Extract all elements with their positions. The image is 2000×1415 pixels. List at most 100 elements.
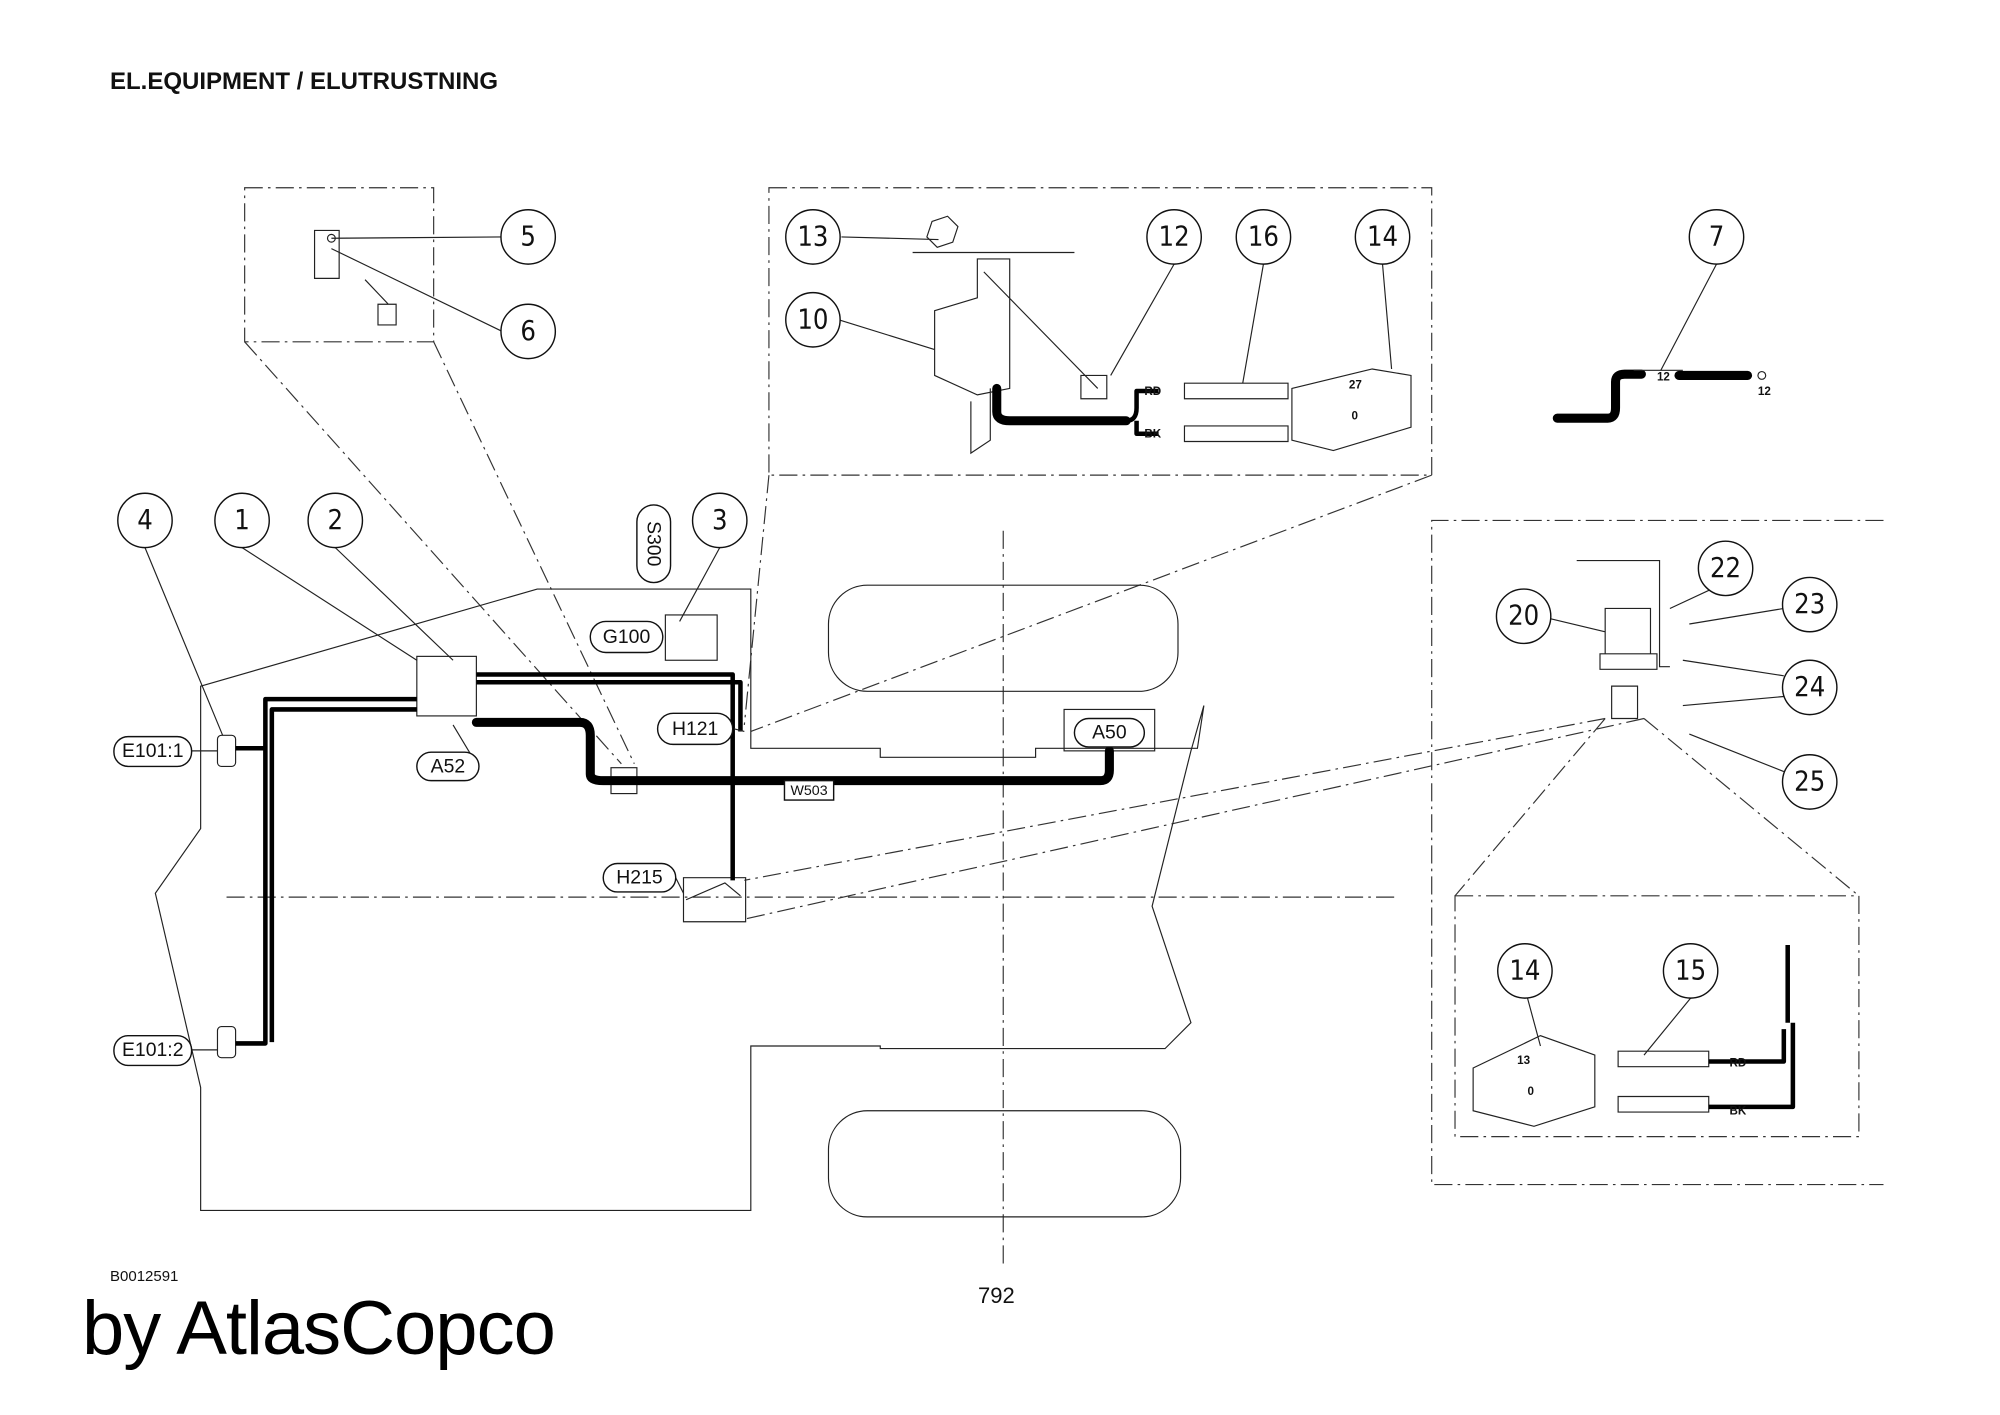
svg-text:2: 2 bbox=[327, 505, 343, 536]
beacon-assembly bbox=[1550, 559, 1785, 773]
switch-cable bbox=[992, 383, 1131, 426]
switch-10 bbox=[838, 258, 1175, 455]
label-h121: H121 bbox=[656, 712, 734, 746]
leader-7 bbox=[1633, 263, 1718, 371]
item-balloon-14: 14 bbox=[1354, 209, 1411, 265]
bolt-detail bbox=[313, 229, 397, 326]
screw-icon bbox=[1757, 370, 1767, 380]
wire-lights bbox=[235, 696, 417, 1046]
item-balloon-13: 13 bbox=[785, 209, 841, 265]
bk-label: BK bbox=[1729, 1105, 1746, 1118]
svg-text:E101:1: E101:1 bbox=[122, 740, 184, 762]
drawing-number: B0012591 bbox=[110, 1268, 179, 1285]
work-light-2 bbox=[216, 1026, 237, 1059]
detail-box-relay bbox=[1454, 895, 1860, 1138]
cable-7 bbox=[1552, 369, 1753, 423]
svg-text:14: 14 bbox=[1367, 221, 1398, 252]
page-title: EL.EQUIPMENT / ELUTRUSTNING bbox=[110, 68, 499, 95]
label-s300: S300 bbox=[636, 504, 672, 584]
relay-terminal-label: 0 bbox=[1528, 1085, 1534, 1098]
svg-text:E101:2: E101:2 bbox=[122, 1039, 184, 1061]
svg-text:1: 1 bbox=[234, 505, 250, 536]
svg-text:20: 20 bbox=[1508, 601, 1539, 632]
leader-lines-main bbox=[144, 547, 745, 1051]
svg-text:22: 22 bbox=[1710, 553, 1741, 584]
svg-text:S300: S300 bbox=[643, 521, 665, 567]
item-balloon-4: 4 bbox=[117, 492, 173, 549]
label-e101-2: E101:2 bbox=[113, 1034, 193, 1067]
item-balloon-25: 25 bbox=[1781, 754, 1838, 810]
svg-text:H121: H121 bbox=[672, 718, 718, 740]
item-balloon-5: 5 bbox=[500, 209, 557, 265]
svg-text:13: 13 bbox=[797, 221, 828, 252]
svg-text:W503: W503 bbox=[790, 783, 827, 799]
label-a50: A50 bbox=[1073, 717, 1146, 748]
item-balloon-23: 23 bbox=[1781, 576, 1838, 633]
rd-label: RD bbox=[1729, 1057, 1746, 1070]
item-balloon-20: 20 bbox=[1495, 588, 1552, 645]
svg-text:5: 5 bbox=[520, 221, 536, 252]
projection-lines bbox=[244, 341, 1860, 920]
item-balloon-2: 2 bbox=[307, 492, 364, 549]
item-balloon-14-relay: 14 bbox=[1497, 943, 1553, 999]
svg-text:6: 6 bbox=[520, 316, 536, 347]
battery-g100 bbox=[664, 614, 718, 661]
item-balloon-15: 15 bbox=[1662, 943, 1719, 999]
detail-box-beacon bbox=[1431, 519, 1884, 1186]
svg-text:12: 12 bbox=[1159, 221, 1190, 252]
machine-outline bbox=[154, 588, 1205, 1211]
relay-terminal-label: 0 bbox=[1351, 409, 1357, 422]
item-balloon-12: 12 bbox=[1146, 209, 1203, 265]
terminals-16 bbox=[1183, 264, 1393, 443]
bk-label: BK bbox=[1144, 428, 1161, 441]
rd-label: RD bbox=[1144, 385, 1161, 398]
detail-box-switch bbox=[768, 187, 1433, 476]
item-balloon-10: 10 bbox=[785, 291, 841, 348]
svg-text:7: 7 bbox=[1709, 221, 1725, 252]
relay-wires bbox=[1708, 945, 1796, 1110]
svg-text:25: 25 bbox=[1794, 766, 1825, 797]
cable-tag: 12 bbox=[1657, 371, 1670, 384]
svg-text:24: 24 bbox=[1794, 672, 1825, 703]
svg-text:A50: A50 bbox=[1092, 722, 1127, 744]
detail-box-bolt bbox=[244, 187, 435, 343]
work-light-1 bbox=[216, 734, 237, 767]
cable-end-label: 12 bbox=[1758, 385, 1771, 398]
svg-text:23: 23 bbox=[1794, 589, 1825, 620]
beacon-h215 bbox=[682, 877, 747, 923]
junction-box-a52 bbox=[416, 655, 477, 717]
item-balloon-7: 7 bbox=[1688, 209, 1745, 265]
label-h215: H215 bbox=[602, 862, 677, 893]
wheel-rear bbox=[827, 1110, 1182, 1218]
wire-beacon bbox=[476, 672, 743, 881]
wheel-front bbox=[827, 584, 1179, 692]
svg-text:G100: G100 bbox=[603, 626, 651, 648]
item-balloon-6: 6 bbox=[500, 303, 557, 360]
svg-text:A52: A52 bbox=[431, 755, 466, 777]
label-g100: G100 bbox=[589, 620, 664, 654]
label-a52: A52 bbox=[416, 751, 480, 782]
label-e101-1: E101:1 bbox=[113, 735, 193, 768]
svg-text:16: 16 bbox=[1248, 221, 1279, 252]
relay-14-detail bbox=[1472, 997, 1710, 1127]
relay-14 bbox=[1291, 368, 1412, 452]
svg-text:4: 4 bbox=[137, 505, 153, 536]
item-balloon-3: 3 bbox=[691, 492, 748, 549]
relay-terminal-label: 13 bbox=[1517, 1054, 1530, 1067]
svg-text:3: 3 bbox=[712, 505, 728, 536]
label-w503: W503 bbox=[783, 779, 835, 801]
center-lines bbox=[226, 530, 1399, 1269]
item-balloon-1: 1 bbox=[214, 492, 270, 549]
item-balloon-22: 22 bbox=[1697, 540, 1754, 597]
leader-lines-5-6 bbox=[331, 236, 503, 332]
brand-watermark: by AtlasCopco bbox=[82, 1286, 556, 1371]
item-balloon-16: 16 bbox=[1235, 209, 1292, 265]
nut-13 bbox=[841, 215, 1075, 254]
svg-text:14: 14 bbox=[1509, 955, 1540, 986]
svg-text:10: 10 bbox=[797, 304, 828, 335]
relay-terminal-label: 27 bbox=[1349, 378, 1362, 391]
svg-text:15: 15 bbox=[1675, 955, 1706, 986]
page-number: 792 bbox=[978, 1283, 1015, 1308]
cable-w503 bbox=[471, 717, 1114, 786]
